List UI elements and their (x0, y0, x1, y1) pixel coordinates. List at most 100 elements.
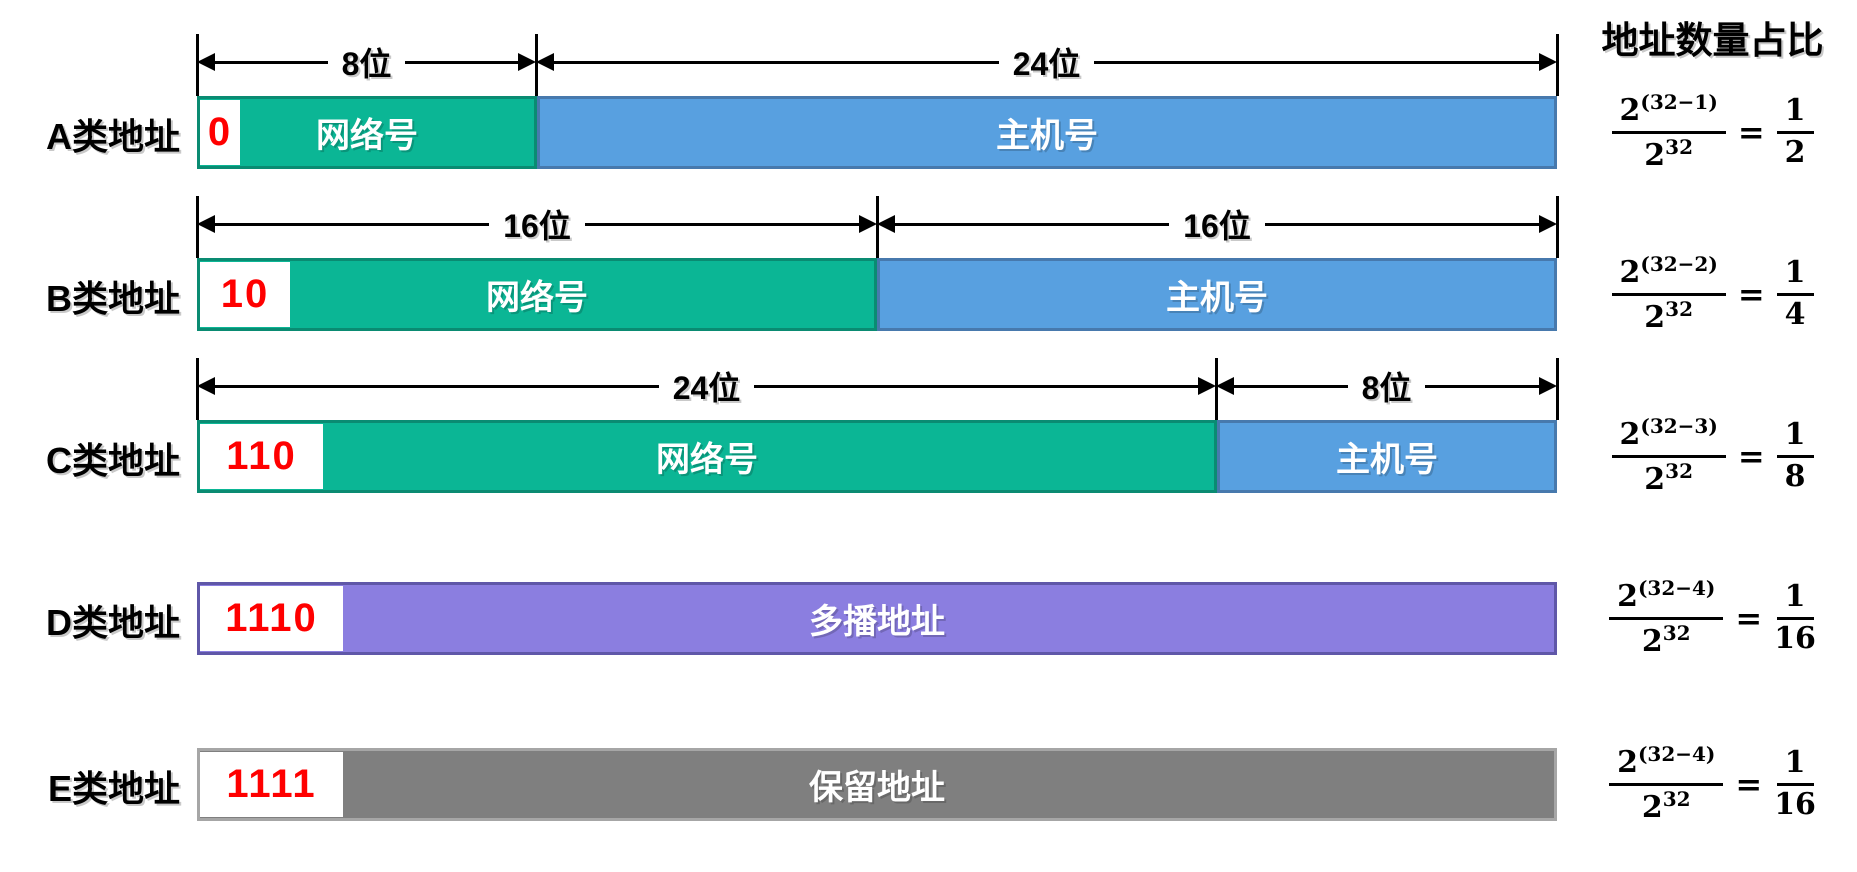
segment-reserved: 保留地址 (197, 748, 1557, 821)
fraction-denominator: 232 (1644, 458, 1694, 497)
prefix-box: 10 (200, 262, 290, 327)
fraction-numerator: 2(32−4) (1609, 577, 1724, 620)
equals-sign: = (1735, 599, 1763, 637)
segment-host: 主机号 (877, 258, 1557, 331)
segment-network: 网络号 (197, 420, 1217, 493)
dim-line (1425, 384, 1539, 388)
address-bar: 网络号 主机号 0 (197, 96, 1557, 169)
fraction-numerator: 2(32−4) (1609, 743, 1724, 786)
arrowhead-left-icon (536, 53, 554, 71)
dim-line (405, 60, 518, 64)
address-bar: 网络号 主机号 10 (197, 258, 1557, 331)
dim-line (1234, 384, 1348, 388)
prefix-bits: 0 (207, 110, 233, 154)
equals-sign: = (1737, 275, 1765, 313)
address-bar: 保留地址 1111 (197, 748, 1557, 821)
result-numerator: 1 (1776, 417, 1814, 458)
segment-label: 保留地址 (809, 769, 945, 807)
result-fraction: 1 4 (1776, 255, 1814, 332)
result-numerator: 1 (1776, 93, 1814, 134)
dim-span: 16位 (197, 202, 878, 246)
prefix-box: 1110 (200, 586, 343, 651)
arrowhead-right-icon (1539, 215, 1558, 233)
dim-line (215, 384, 659, 388)
arrowhead-right-icon (1539, 53, 1558, 71)
dim-line (554, 60, 999, 64)
dim-tick (1556, 34, 1559, 96)
prefix-bits: 1111 (226, 762, 317, 806)
result-numerator: 1 (1776, 255, 1814, 296)
row-label: E类地址 (47, 768, 180, 809)
dim-line (215, 222, 490, 226)
formula: 2(32−2) 232 = 1 4 (1575, 253, 1850, 335)
prefix-box: 110 (200, 424, 323, 489)
dim-span: 24位 (536, 40, 1558, 84)
prefix-box: 1111 (200, 752, 343, 817)
fraction-denominator: 232 (1644, 296, 1694, 335)
dim-span: 16位 (877, 202, 1558, 246)
arrowhead-left-icon (1216, 377, 1234, 395)
dim-line (1094, 60, 1540, 64)
equals-sign: = (1735, 765, 1763, 803)
row-label: D类地址 (46, 602, 180, 643)
row-label: B类地址 (46, 278, 180, 319)
fraction: 2(32−4) 232 (1609, 577, 1724, 659)
formula: 2(32−4) 232 = 1 16 (1575, 743, 1850, 825)
segment-label: 主机号 (1336, 441, 1438, 479)
address-bar: 网络号 主机号 110 (197, 420, 1557, 493)
result-numerator: 1 (1776, 579, 1814, 620)
dim-span: 8位 (197, 40, 536, 84)
result-fraction: 1 2 (1776, 93, 1814, 170)
result-denominator: 8 (1784, 458, 1806, 494)
result-numerator: 1 (1776, 745, 1814, 786)
arrowhead-right-icon (518, 53, 536, 71)
fraction-numerator: 2(32−3) (1611, 415, 1726, 458)
prefix-bits: 1110 (225, 596, 318, 640)
dim-line (895, 222, 1170, 226)
prefix-box: 0 (200, 100, 240, 165)
arrowhead-left-icon (197, 215, 215, 233)
dim-tick (1556, 196, 1559, 258)
dim-span: 8位 (1216, 364, 1557, 408)
arrowhead-left-icon (197, 377, 215, 395)
fraction-denominator: 232 (1644, 134, 1694, 173)
result-fraction: 1 8 (1776, 417, 1814, 494)
segment-label: 主机号 (1166, 279, 1268, 317)
prefix-bits: 110 (226, 434, 297, 478)
arrowhead-left-icon (197, 53, 215, 71)
result-denominator: 2 (1784, 134, 1806, 170)
row-label: A类地址 (46, 116, 180, 157)
arrowhead-right-icon (859, 215, 878, 233)
page-title: 地址数量占比 (1601, 20, 1824, 61)
formula: 2(32−4) 232 = 1 16 (1575, 577, 1850, 659)
dim-line (584, 222, 860, 226)
fraction: 2(32−3) 232 (1611, 415, 1726, 497)
result-denominator: 4 (1784, 296, 1806, 332)
fraction-numerator: 2(32−1) (1611, 91, 1726, 134)
equals-sign: = (1737, 437, 1765, 475)
segment-host: 主机号 (537, 96, 1557, 169)
fraction: 2(32−1) 232 (1611, 91, 1726, 173)
segment-network: 网络号 (197, 96, 537, 169)
row-label: C类地址 (46, 440, 180, 481)
arrowhead-left-icon (877, 215, 895, 233)
segment-label: 网络号 (656, 441, 758, 479)
equals-sign: = (1737, 113, 1765, 151)
fraction-denominator: 232 (1641, 620, 1691, 659)
fraction-numerator: 2(32−2) (1611, 253, 1726, 296)
arrowhead-right-icon (1198, 377, 1217, 395)
result-fraction: 1 16 (1774, 745, 1816, 822)
dim-label: 8位 (1361, 370, 1412, 406)
dim-label: 8位 (341, 46, 392, 82)
result-fraction: 1 16 (1774, 579, 1816, 656)
formula: 2(32−3) 232 = 1 8 (1575, 415, 1850, 497)
segment-label: 网络号 (316, 117, 418, 155)
dim-line (754, 384, 1199, 388)
fraction-denominator: 232 (1641, 786, 1691, 825)
result-denominator: 16 (1774, 620, 1816, 656)
dim-line (1264, 222, 1540, 226)
segment-host: 主机号 (1217, 420, 1557, 493)
formula: 2(32−1) 232 = 1 2 (1575, 91, 1850, 173)
prefix-bits: 10 (220, 272, 270, 316)
